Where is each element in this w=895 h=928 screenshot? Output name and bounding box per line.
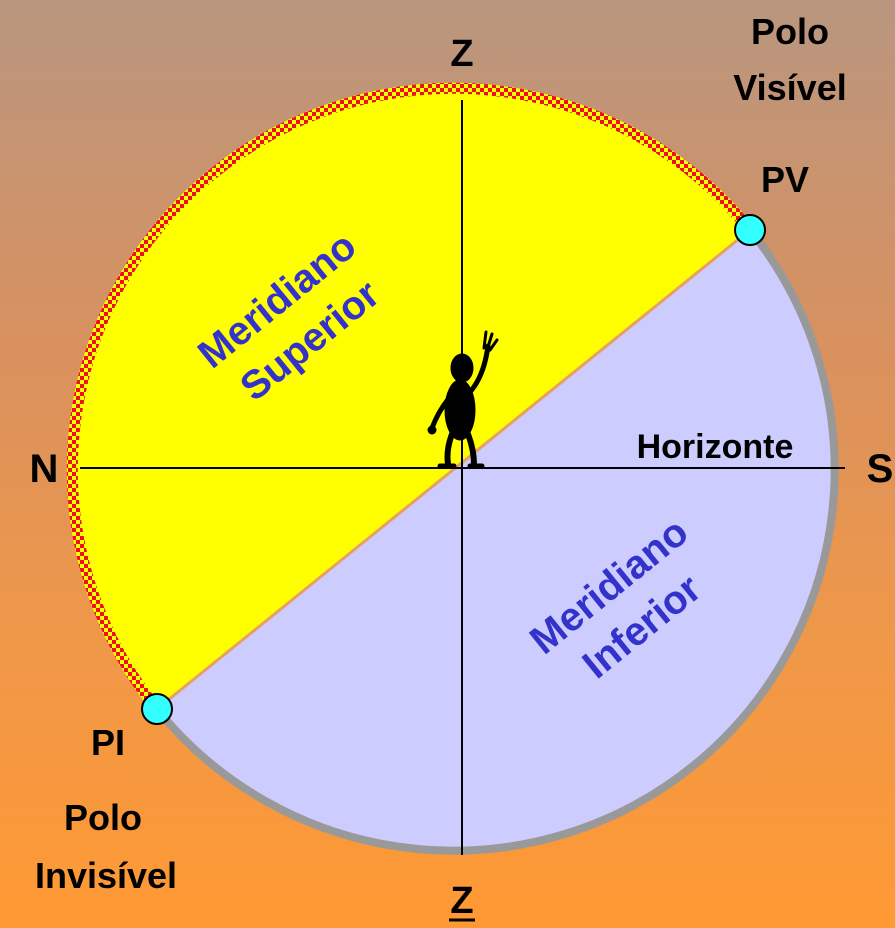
observer-figure-icon: [427, 330, 499, 469]
lower-rim: [153, 227, 839, 855]
zenith-label: Z: [450, 33, 473, 75]
nadir-label: Z: [450, 880, 473, 922]
upper-meridian-region: [72, 88, 750, 709]
horizon-label: Horizonte: [637, 428, 794, 466]
upper-rim-checkered: [66, 82, 755, 713]
visible-pole-marker: [734, 214, 766, 246]
invisible-pole-title-line2: Invisível: [35, 855, 177, 896]
visible-pole-abbr: PV: [761, 159, 809, 200]
lower-meridian-region: [157, 230, 835, 851]
invisible-pole-marker: [141, 693, 173, 725]
polar-axis: [156, 228, 751, 711]
invisible-pole-title-line1: Polo: [64, 797, 142, 838]
south-label: S: [867, 447, 894, 491]
visible-pole-title-line1: Polo: [751, 11, 829, 52]
visible-pole-title-line2: Visível: [733, 67, 846, 108]
invisible-pole-abbr: PI: [91, 722, 125, 763]
north-label: N: [30, 447, 59, 491]
